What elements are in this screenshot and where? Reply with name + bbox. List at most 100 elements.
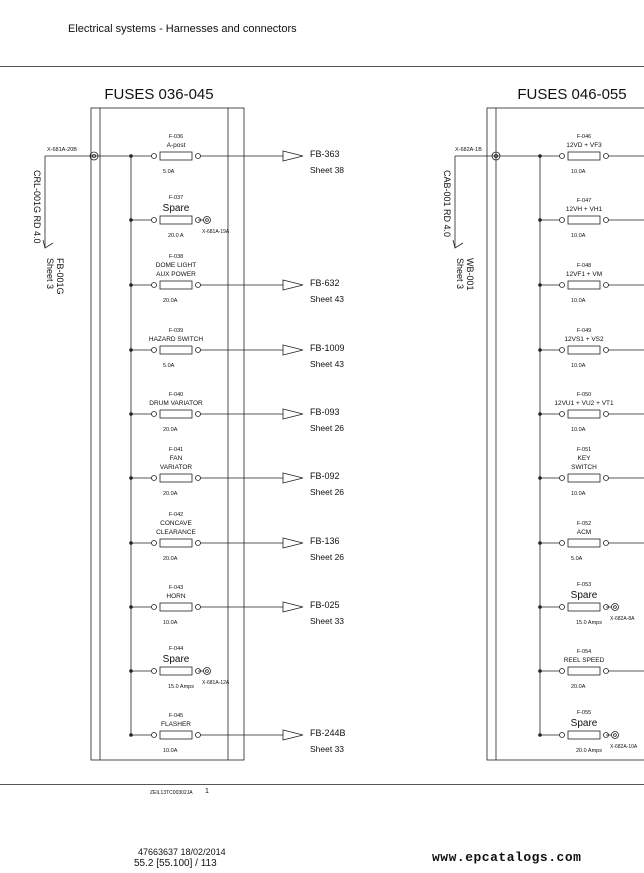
fuse-id: F-047 [577, 198, 591, 204]
drawing-page-number: 1 [205, 788, 209, 795]
fuse-id: F-050 [577, 392, 591, 398]
fuse-id: F-049 [577, 328, 591, 334]
fuse-terminal [151, 153, 157, 159]
fuse-terminal [559, 347, 565, 353]
fuse-terminal [559, 668, 565, 674]
fuse-rating: 20.0A [163, 491, 178, 497]
output-arrow [282, 279, 304, 291]
fuse-id: F-042 [169, 512, 183, 518]
input-connector [89, 151, 99, 161]
fuse-terminal [559, 411, 565, 417]
fuse-terminal [559, 540, 565, 546]
bus-junction [538, 283, 542, 287]
output-ref-label: FB-093 [310, 407, 340, 417]
output-ref-sheet: Sheet 43 [310, 359, 344, 369]
output-ref-sheet: Sheet 26 [310, 423, 344, 433]
output-ref-label: FB-136 [310, 536, 340, 546]
fuse-name: CONCAVE [160, 520, 192, 527]
wire-ref-label: FB-001G [55, 258, 65, 295]
output-ref-sheet: Sheet 43 [310, 294, 344, 304]
fuse-name: CLEARANCE [156, 529, 196, 536]
fuse-element [567, 730, 601, 740]
drawing-code: ZEIL13TC00302JA [150, 790, 193, 796]
fuse-terminal [559, 604, 565, 610]
fuse-terminal [603, 153, 609, 159]
fuse-terminal [151, 732, 157, 738]
fuse-rating: 15.0 Amps [168, 684, 194, 690]
fuse-rating: 5.0A [163, 169, 175, 175]
fuse-name: Spare [163, 203, 190, 214]
bus-junction [538, 541, 542, 545]
fuse-name: AUX POWER [156, 271, 196, 278]
fuse-name: HORN [166, 593, 185, 600]
fuse-name: KEY [577, 455, 591, 462]
fuse-element [159, 602, 193, 612]
fuse-name: A-post [167, 142, 186, 149]
input-connector-label: X-682A-1B [455, 147, 482, 153]
fuse-rating: 5.0A [571, 556, 583, 562]
fuse-id: F-036 [169, 134, 183, 140]
spare-connector [203, 667, 211, 675]
output-arrow [282, 344, 304, 356]
fuse-terminal [151, 411, 157, 417]
bus-junction [129, 476, 133, 480]
output-ref-sheet: Sheet 38 [310, 165, 344, 175]
fuse-rating: 10.0A [571, 491, 586, 497]
bus-junction [129, 218, 133, 222]
fuse-terminal [151, 668, 157, 674]
output-ref-label: FB-025 [310, 600, 340, 610]
wire-ref-arrow [42, 239, 54, 249]
fuse-id: F-041 [169, 447, 183, 453]
fuse-element [159, 666, 193, 676]
fuse-terminal [603, 282, 609, 288]
fuse-terminal [151, 475, 157, 481]
fuse-rating: 10.0A [571, 363, 586, 369]
bus-junction [129, 669, 133, 673]
header-rule [0, 66, 644, 67]
fuse-element [159, 473, 193, 483]
fuse-rating: 20.0 Amps [576, 748, 602, 754]
fuse-rating: 10.0A [571, 233, 586, 239]
fuse-terminal [195, 411, 201, 417]
bus-junction [129, 733, 133, 737]
fuse-element [567, 345, 601, 355]
fuse-name: Spare [571, 590, 598, 601]
fuse-terminal [195, 282, 201, 288]
output-ref-label: FB-244B [310, 728, 346, 738]
spare-connector-pin [613, 605, 617, 609]
fuse-terminal [559, 732, 565, 738]
fuse-terminal [603, 475, 609, 481]
fuse-terminal [559, 153, 565, 159]
fuse-element [567, 409, 601, 419]
spare-connector-label: X-681A-19A [202, 229, 230, 235]
fuse-name: 12VH + VH1 [566, 206, 603, 213]
fuse-element [159, 345, 193, 355]
fuse-terminal [151, 347, 157, 353]
fuse-element [567, 215, 601, 225]
bus-junction [538, 476, 542, 480]
fuse-element [567, 538, 601, 548]
fuse-terminal [195, 604, 201, 610]
output-ref-label: FB-632 [310, 278, 340, 288]
fuse-rating: 10.0A [163, 748, 178, 754]
watermark-link[interactable]: www.epcatalogs.com [432, 850, 582, 865]
fuse-rating: 10.0A [571, 169, 586, 175]
fuse-rating: 20.0A [571, 684, 586, 690]
bus-junction [538, 154, 542, 158]
fuse-name: SWITCH [571, 464, 597, 471]
fuse-id: F-044 [169, 646, 183, 652]
fuse-name: FLASHER [161, 721, 191, 728]
fuse-element [567, 151, 601, 161]
spare-connector [611, 731, 619, 739]
bus-junction [538, 218, 542, 222]
fuse-id: F-039 [169, 328, 183, 334]
bus-junction [538, 348, 542, 352]
fuse-name: HAZARD SWITCH [149, 336, 203, 343]
fuse-id: F-051 [577, 447, 591, 453]
fuse-rating: 10.0A [163, 620, 178, 626]
fuse-terminal [195, 153, 201, 159]
fuse-element [567, 602, 601, 612]
fuse-terminal [603, 347, 609, 353]
bus-junction [538, 733, 542, 737]
fuse-id: F-045 [169, 713, 183, 719]
